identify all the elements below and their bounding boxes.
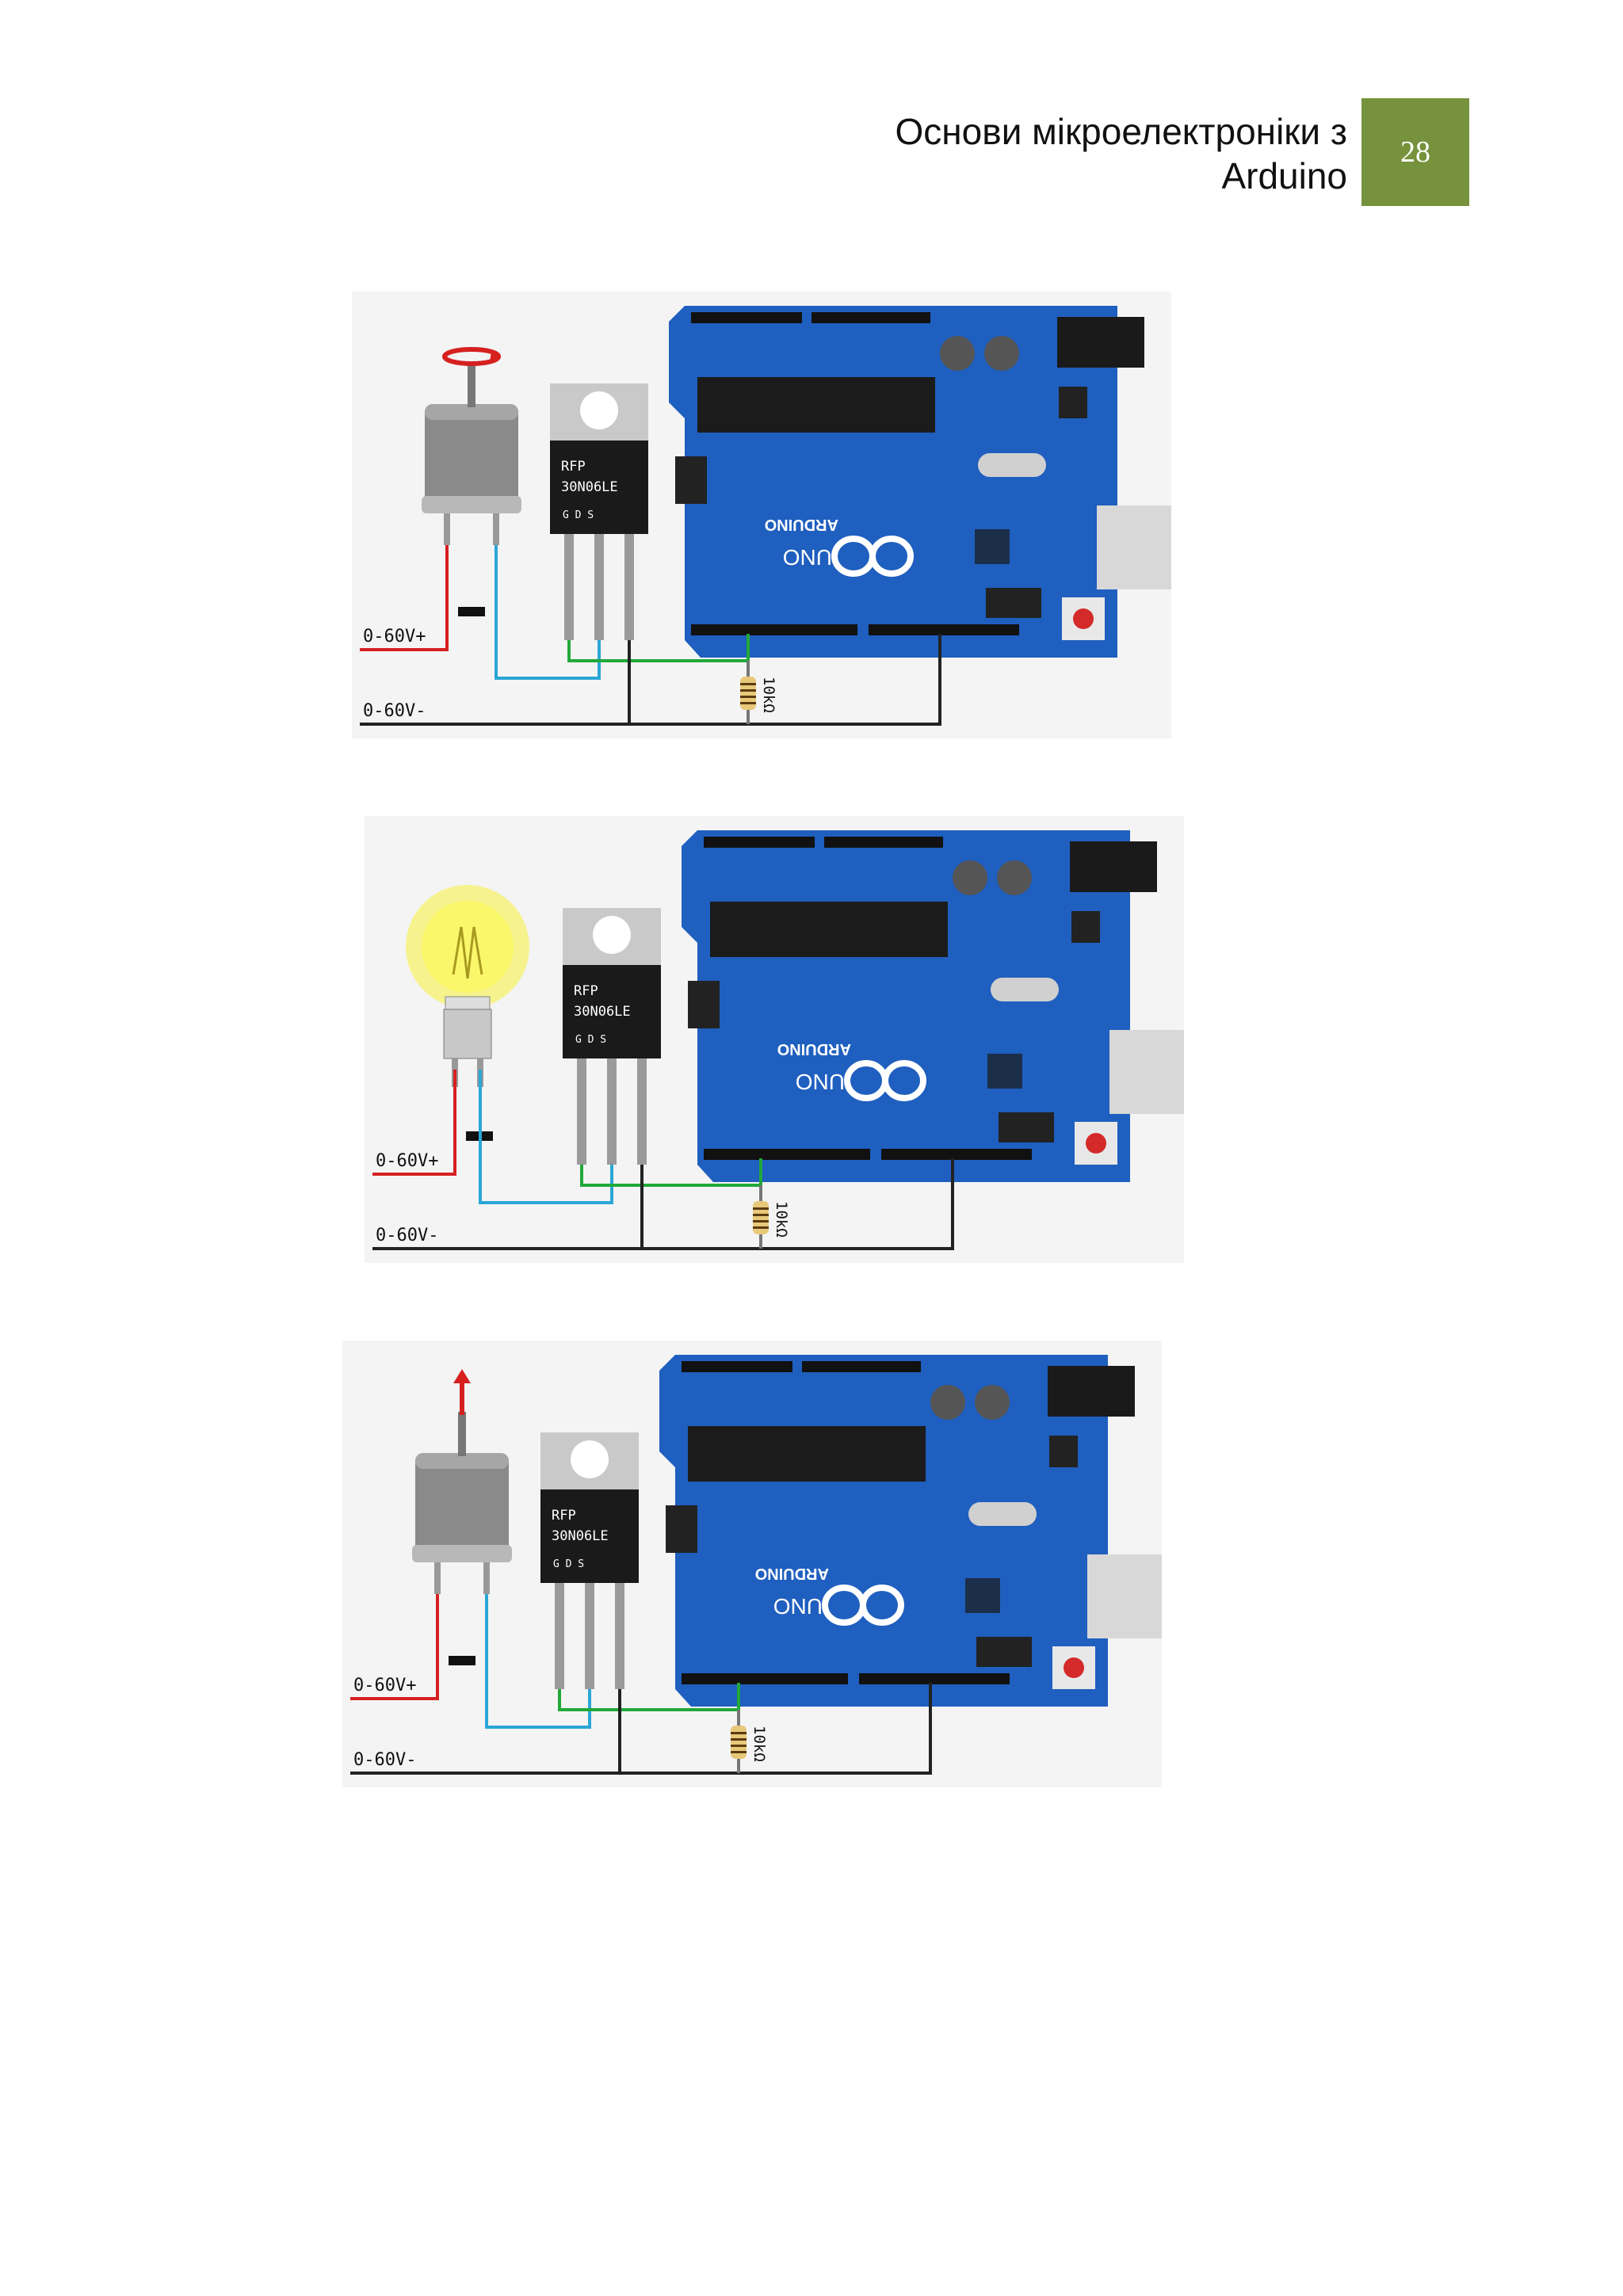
mosfet-label-line2: 30N06LE: [561, 479, 618, 495]
linear-actuator-icon: [412, 1369, 512, 1594]
arduino-logo-icon: [844, 1060, 926, 1101]
mosfet-transistor: RFP 30N06LE G D S: [540, 1432, 639, 1689]
dc-motor-icon: [422, 347, 521, 545]
light-bulb-icon: [406, 885, 529, 1087]
arduino-logo-icon: [831, 536, 914, 577]
mosfet-pin-labels: G D S: [563, 509, 594, 521]
page-header-title: Основи мікроелектроніки з Arduino: [745, 109, 1348, 198]
header-title-line2: Arduino: [1221, 155, 1347, 196]
arduino-logo-icon: [822, 1585, 904, 1626]
page-number: 28: [1400, 135, 1430, 169]
board-brand-label: ARDUINO: [777, 1040, 851, 1058]
figure-motor-circuit: RFP 30N06LE G D S ARDUINO UNO 10kΩ 0-60V+ 0-60V…: [352, 292, 1171, 738]
board-model-label: UNO: [783, 545, 832, 570]
arduino-uno-board: ARDUINO UNO: [669, 306, 1171, 658]
mosfet-transistor: RFP 30N06LE G D S: [550, 383, 648, 640]
resistor-value-label: 10kΩ: [750, 1726, 768, 1762]
arduino-uno-board: ARDUINO UNO: [682, 830, 1184, 1182]
figure-actuator-circuit: RFP 30N06LE G D S ARDUINO UNO 10kΩ 0-60V+ 0-60V…: [342, 1341, 1162, 1787]
mosfet-pin-labels: G D S: [575, 1034, 606, 1046]
mosfet-label-line2: 30N06LE: [552, 1528, 609, 1544]
resistor-icon: [740, 677, 756, 710]
mosfet-label-line1: RFP: [574, 983, 598, 999]
page-number-badge: 28: [1361, 98, 1469, 206]
supply-plus-label: 0-60V+: [353, 1676, 416, 1695]
mosfet-transistor: RFP 30N06LE G D S: [563, 908, 661, 1165]
circuit-wires: [350, 1594, 932, 1775]
mosfet-label-line1: RFP: [561, 459, 586, 475]
mosfet-label-line1: RFP: [552, 1508, 576, 1524]
header-title-line1: Основи мікроелектроніки з: [895, 111, 1348, 152]
supply-plus-label: 0-60V+: [363, 627, 426, 646]
resistor-icon: [753, 1201, 769, 1234]
figure-lamp-circuit: RFP 30N06LE G D S ARDUINO UNO 10kΩ 0-60V+ 0-60V…: [365, 816, 1184, 1263]
board-brand-label: ARDUINO: [755, 1565, 829, 1582]
supply-minus-label: 0-60V-: [353, 1750, 416, 1770]
mosfet-pin-labels: G D S: [553, 1558, 584, 1570]
board-brand-label: ARDUINO: [765, 516, 838, 533]
supply-minus-label: 0-60V-: [363, 701, 426, 721]
supply-minus-label: 0-60V-: [376, 1226, 438, 1245]
supply-plus-label: 0-60V+: [376, 1151, 438, 1171]
board-model-label: UNO: [773, 1594, 823, 1619]
resistor-value-label: 10kΩ: [760, 677, 777, 713]
mosfet-label-line2: 30N06LE: [574, 1004, 631, 1020]
arduino-uno-board: ARDUINO UNO: [659, 1355, 1162, 1707]
board-model-label: UNO: [796, 1070, 845, 1094]
resistor-icon: [731, 1726, 747, 1759]
resistor-value-label: 10kΩ: [773, 1201, 790, 1238]
